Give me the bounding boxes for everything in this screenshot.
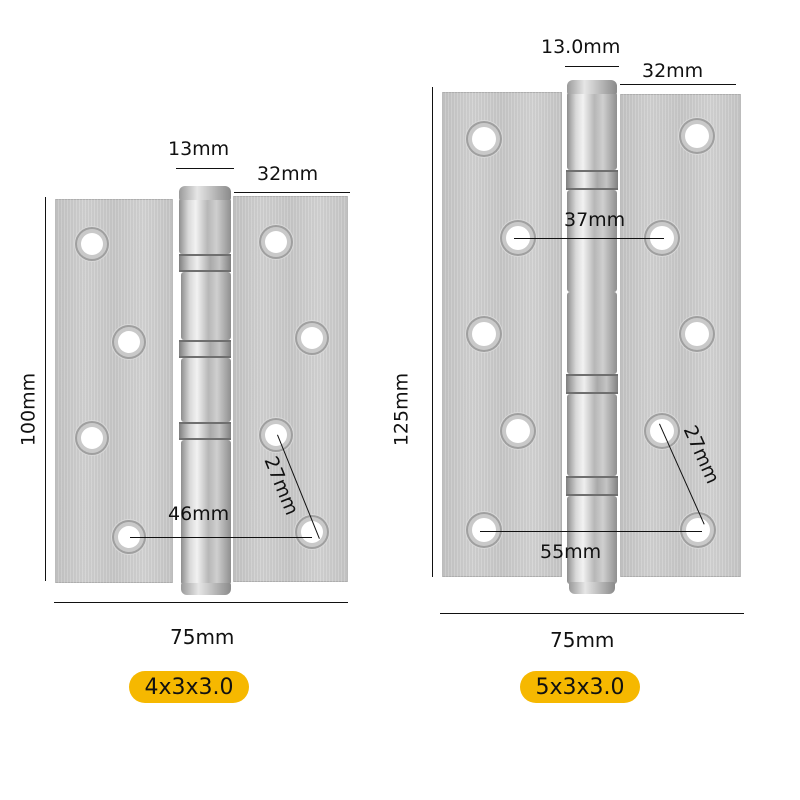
dimension-line-knuckle — [565, 66, 619, 67]
bearing-ring — [179, 254, 231, 272]
right-leaf-plate — [620, 94, 741, 577]
hinge-knuckle — [179, 198, 231, 254]
hinge-pin-cap-bottom — [569, 582, 615, 594]
hinge-knuckle — [181, 358, 231, 422]
hole-spacing-upper-label: 37mm — [564, 209, 626, 231]
leaf-width-label: 32mm — [257, 163, 319, 185]
dimension-line-leaf — [620, 84, 736, 85]
hinge-knuckle — [567, 496, 617, 584]
total-width-label: 75mm — [170, 625, 235, 649]
size-badge: 4x3x3.0 — [129, 671, 249, 703]
hinge-knuckle — [181, 272, 231, 340]
screw-hole — [472, 518, 496, 542]
hole-spacing-horizontal-label: 46mm — [168, 503, 230, 525]
dimension-line-height — [432, 87, 433, 577]
screw-hole — [118, 331, 140, 353]
knuckle-diameter-label: 13.0mm — [541, 36, 621, 58]
height-label: 125mm — [390, 372, 413, 447]
screw-hole — [81, 233, 103, 255]
dimension-line-knuckle — [176, 168, 234, 169]
dimension-line-hole-horizontal — [480, 531, 702, 532]
screw-hole — [472, 127, 496, 151]
screw-hole — [301, 521, 323, 543]
hole-spacing-horizontal-label: 55mm — [540, 541, 602, 563]
hinge-knuckle — [567, 190, 617, 292]
total-width-label: 75mm — [550, 628, 615, 652]
knuckle-diameter-label: 13mm — [168, 138, 230, 160]
bearing-ring — [566, 476, 618, 496]
bearing-ring — [566, 170, 618, 190]
dimension-line-width — [440, 613, 744, 614]
hinge-knuckle — [567, 394, 617, 476]
leaf-width-label: 32mm — [642, 60, 704, 82]
screw-hole — [686, 518, 710, 542]
hinge-knuckle — [567, 292, 617, 374]
left-leaf-plate — [442, 92, 562, 577]
dimension-line-leaf — [234, 192, 350, 193]
hinge-knuckle — [567, 92, 617, 170]
dimension-line-hole-horizontal — [130, 537, 312, 538]
hinge-pin-cap — [179, 186, 231, 200]
screw-hole — [265, 231, 287, 253]
bearing-ring — [179, 422, 231, 440]
screw-hole — [685, 322, 709, 346]
bearing-ring — [566, 374, 618, 394]
right-leaf-plate — [233, 196, 348, 582]
hinge-pin-cap-bottom — [181, 583, 231, 595]
screw-hole — [118, 526, 140, 548]
screw-hole — [685, 124, 709, 148]
screw-hole — [265, 424, 287, 446]
size-badge: 5x3x3.0 — [520, 671, 640, 703]
bearing-ring — [179, 340, 231, 358]
left-leaf-plate — [55, 199, 173, 583]
dimension-line-width — [54, 602, 348, 603]
hinge-pin-cap — [567, 80, 617, 94]
hinge-knuckle — [181, 440, 231, 585]
dimension-line-hole-upper — [514, 238, 664, 239]
screw-hole — [81, 427, 103, 449]
screw-hole — [301, 327, 323, 349]
dimension-line-height — [45, 197, 46, 581]
height-label: 100mm — [17, 372, 40, 447]
screw-hole — [506, 419, 530, 443]
screw-hole — [472, 322, 496, 346]
